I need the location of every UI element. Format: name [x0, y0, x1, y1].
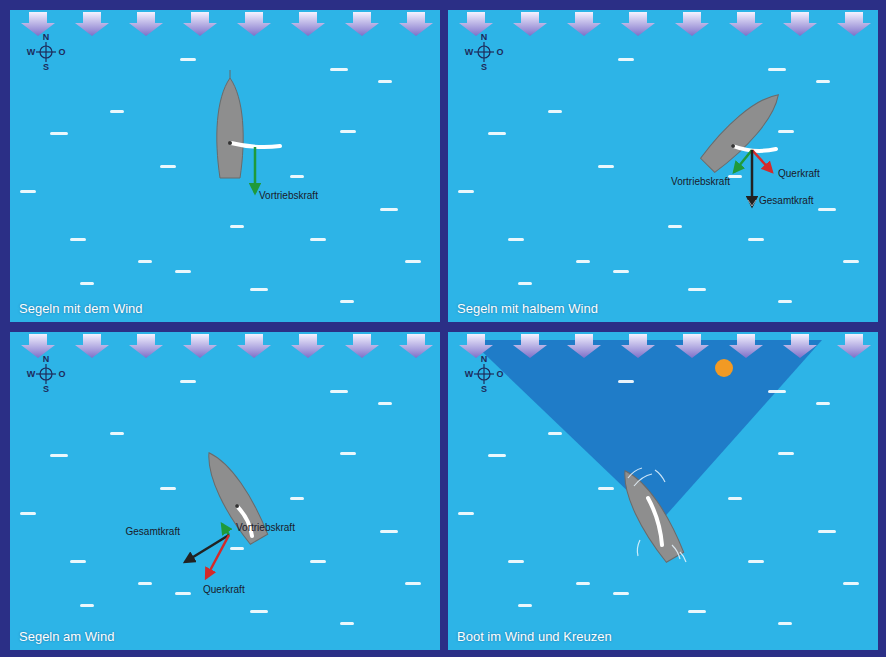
force-label: Gesamtkraft [759, 196, 813, 206]
compass-letter: O [496, 48, 503, 57]
compass-letter: O [58, 370, 65, 379]
sailing-panel: Segeln am Wind [10, 332, 440, 650]
force-label: Vortriebskraft [236, 523, 295, 533]
compass-letter: W [465, 370, 474, 379]
sailing-panel: Segeln mit dem Wind [10, 10, 440, 322]
compass-letter: W [465, 48, 474, 57]
force-label: Gesamtkraft [126, 527, 180, 537]
force-label: Querkraft [778, 169, 820, 179]
panel-caption: Segeln mit dem Wind [19, 301, 143, 316]
force-label: Vortriebskraft [671, 177, 730, 187]
compass-letter: S [481, 385, 487, 394]
compass-letter: N [481, 355, 488, 364]
compass-letter: N [43, 355, 50, 364]
compass-letter: O [496, 370, 503, 379]
panel-caption: Segeln am Wind [19, 629, 114, 644]
compass-letter: N [481, 33, 488, 42]
compass-letter: N [43, 33, 50, 42]
sailing-panel: Boot im Wind und Kreuzen [448, 332, 878, 650]
force-label: Vortriebskraft [259, 191, 318, 201]
compass-letter: S [43, 63, 49, 72]
panel-caption: Segeln mit halbem Wind [457, 301, 598, 316]
compass-letter: O [58, 48, 65, 57]
compass-letter: W [27, 48, 36, 57]
compass-letter: W [27, 370, 36, 379]
sailing-panel: Segeln mit halbem Wind [448, 10, 878, 322]
panel-caption: Boot im Wind und Kreuzen [457, 629, 612, 644]
compass-letter: S [481, 63, 487, 72]
compass-letter: S [43, 385, 49, 394]
force-label: Querkraft [203, 585, 245, 595]
